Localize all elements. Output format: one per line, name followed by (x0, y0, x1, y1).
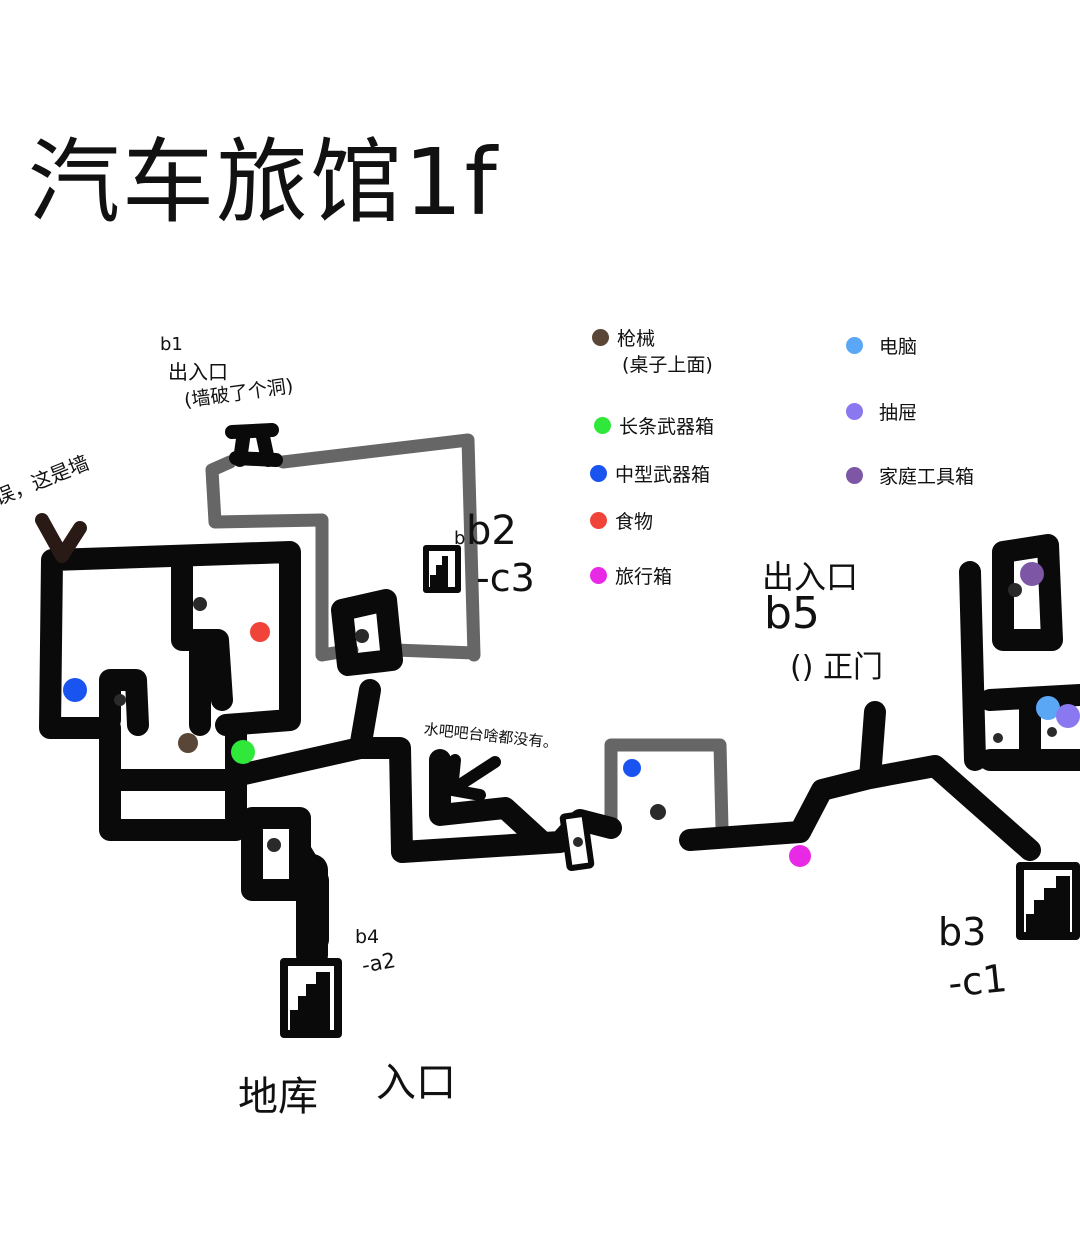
item-marker (1020, 562, 1044, 586)
wall-left-small-room (99, 639, 211, 736)
legend-item-food: 食物 (590, 507, 653, 534)
legend-sublabel: (桌子上面) (622, 354, 713, 376)
b5-code: b5 (764, 588, 820, 639)
door-knob (650, 804, 666, 820)
b3-sub: -c1 (946, 955, 1010, 1006)
legend-item-drawer: 抽屉 (846, 398, 917, 425)
item-marker (1056, 704, 1080, 728)
door-knob (114, 694, 126, 706)
b4-code: b4 (355, 926, 380, 948)
wall-outer-left-block (39, 541, 301, 739)
wall-lower-left (99, 717, 247, 841)
b2-code: b2 (466, 508, 517, 554)
door-knob (1047, 727, 1057, 737)
legend-item-guns: 枪械 (592, 324, 655, 351)
legend-label: 食物 (615, 511, 654, 533)
legend-label: 长条武器箱 (619, 416, 715, 438)
item-marker (231, 740, 255, 764)
legend-item-suitcase: 旅行箱 (590, 562, 672, 589)
b2-sub: -c3 (476, 556, 535, 600)
legend-dot (846, 467, 863, 484)
basement-entry-label: 入口 (376, 1060, 456, 1106)
grey-wall-outline (205, 433, 481, 662)
legend-dot (590, 567, 607, 584)
item-markers (63, 562, 1080, 867)
door-knob (993, 733, 1003, 743)
wall-left-room-top (171, 549, 233, 711)
door-knob (267, 838, 281, 852)
b3-code: b3 (938, 910, 987, 954)
arrow-wall-note (35, 513, 87, 563)
legend-item-toolbox: 家庭工具箱 (846, 462, 974, 489)
stair-icon-b4 (280, 958, 342, 1038)
legend-item-medium-weapon-crate: 中型武器箱 (590, 460, 710, 487)
legend-label: 抽屉 (879, 402, 918, 424)
grey-room (604, 738, 729, 835)
b1-label: 出入口 (168, 360, 228, 384)
b1-code: b1 (160, 334, 183, 355)
item-marker (789, 845, 811, 867)
legend-dot (590, 512, 607, 529)
legend-dot (594, 417, 611, 434)
legend-dot (846, 337, 863, 354)
wall-right-rooms (959, 534, 1080, 771)
legend-label: 家庭工具箱 (879, 466, 975, 488)
legend-item-long-weapon-crate: 长条武器箱 (594, 412, 714, 439)
b2-small: b (454, 528, 466, 549)
b5-label: 出入口 (762, 558, 859, 596)
door-knob (1008, 583, 1022, 597)
legend-dot (846, 403, 863, 420)
item-marker (1036, 696, 1060, 720)
item-marker (63, 678, 87, 702)
basement-label: 地库 (238, 1074, 318, 1120)
item-marker (623, 759, 641, 777)
wall-central-room (331, 589, 403, 676)
stair-icon-b3 (1016, 862, 1080, 940)
legend-dot (590, 465, 607, 482)
legend-label: 枪械 (617, 328, 656, 350)
legend-label: 电脑 (879, 336, 918, 358)
legend-item-computer: 电脑 (846, 332, 917, 359)
wall-bar-counter (429, 749, 551, 851)
legend-dot (592, 329, 609, 346)
door-knob (573, 837, 583, 847)
b1-entrance-mark (225, 423, 283, 467)
legend-label: 中型武器箱 (615, 464, 711, 486)
stair-icon-b2 (423, 545, 461, 593)
door-knob (193, 597, 207, 611)
page-title: 汽车旅馆1f (28, 129, 499, 236)
arrow-bar-note (446, 754, 501, 801)
door-knob (355, 629, 369, 643)
wall-corridor-right (679, 701, 1041, 861)
b5-note: () 正门 (790, 650, 883, 685)
legend-label: 旅行箱 (615, 566, 673, 588)
item-marker (178, 733, 198, 753)
item-marker (250, 622, 270, 642)
